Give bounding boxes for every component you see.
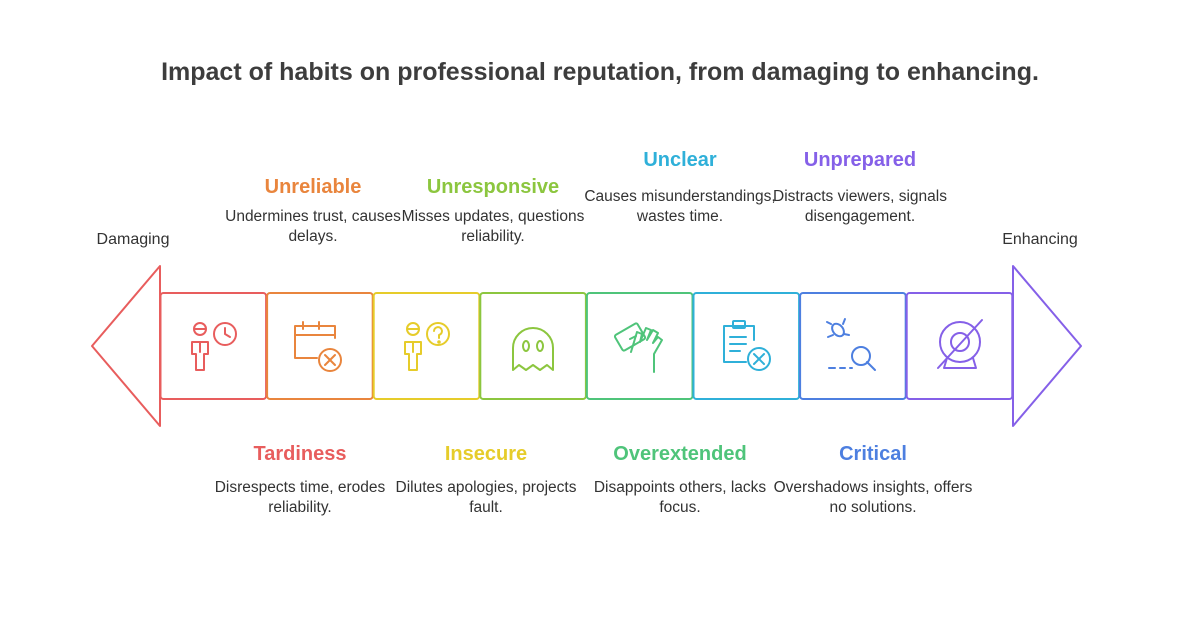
arrow-segment-unresponsive (479, 292, 587, 400)
arrow-right-head (1012, 265, 1082, 427)
clipboard-cancel-icon (723, 320, 771, 371)
arrow-left-head (91, 265, 161, 427)
habit-description: Causes misunderstandings, wastes time. (584, 188, 776, 225)
arrow-segment-unclear (692, 292, 801, 400)
habit-title: Unresponsive (426, 176, 560, 198)
habit-block-unreliable: Unreliable Undermines trust, causes dela… (213, 175, 413, 247)
arrow-segment-overextended (585, 292, 694, 400)
habit-description: Distracts viewers, signals disengagement… (773, 188, 947, 225)
habit-title: Insecure (444, 443, 528, 465)
webcam-off-icon (937, 319, 983, 369)
habit-block-insecure: Insecure Dilutes apologies, projects fau… (386, 442, 586, 518)
habit-description: Disappoints others, lacks focus. (593, 479, 767, 516)
habit-title: Tardiness (253, 443, 347, 465)
habit-description: Misses updates, questions reliability. (401, 208, 585, 245)
habit-block-unclear: Unclear Causes misunderstandings, wastes… (580, 148, 780, 227)
person-clock-icon (191, 322, 237, 371)
page-title: Impact of habits on professional reputat… (161, 58, 1039, 86)
habit-title: Unprepared (803, 149, 917, 171)
bug-magnifier-icon (826, 318, 876, 371)
habit-description: Dilutes apologies, projects fault. (395, 479, 577, 516)
habit-description: Undermines trust, causes delays. (225, 208, 401, 245)
scale-label-enhancing: Enhancing (1002, 231, 1078, 248)
habit-block-critical: Critical Overshadows insights, offers no… (773, 442, 973, 518)
ghost-icon (512, 327, 554, 371)
hand-cards-icon (613, 322, 663, 373)
habit-title: Critical (839, 443, 907, 465)
arrow-segment-insecure (372, 292, 481, 400)
calendar-cancel-icon (294, 321, 342, 372)
arrow-segment-unprepared (905, 292, 1014, 400)
habit-title: Overextended (613, 443, 747, 465)
habit-block-unresponsive: Unresponsive Misses updates, questions r… (393, 175, 593, 247)
arrow-segment-critical (799, 292, 907, 400)
habit-title: Unreliable (264, 176, 362, 198)
habit-title: Unclear (643, 149, 717, 171)
habit-description: Overshadows insights, offers no solution… (773, 479, 973, 516)
scale-label-damaging: Damaging (96, 231, 170, 248)
arrow-segment-tardiness (159, 292, 268, 400)
habit-block-tardiness: Tardiness Disrespects time, erodes relia… (200, 442, 400, 518)
arrow-segment-unreliable (266, 292, 374, 400)
habit-description: Disrespects time, erodes reliability. (214, 479, 386, 516)
person-question-icon (404, 322, 450, 371)
habit-block-overextended: Overextended Disappoints others, lacks f… (580, 442, 780, 518)
habit-block-unprepared: Unprepared Distracts viewers, signals di… (760, 148, 960, 227)
